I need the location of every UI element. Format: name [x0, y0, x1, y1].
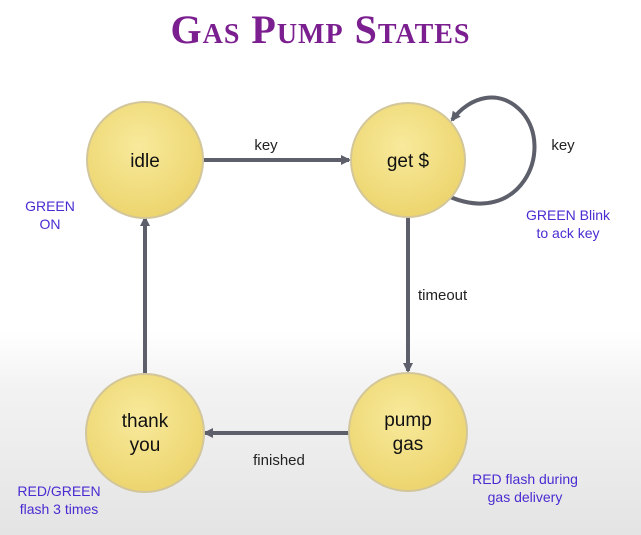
state-idle: idle — [86, 101, 204, 219]
note-get-money-line1: GREEN Blink — [525, 207, 611, 223]
state-pump-gas: pump gas — [348, 372, 468, 492]
state-thank-you-label-line2: you — [130, 435, 161, 456]
state-get-money-label: get $ — [387, 151, 430, 172]
state-idle-label: idle — [130, 151, 160, 172]
note-idle-line2: ON — [39, 216, 61, 232]
note-pump-gas: RED flash during gas delivery — [450, 470, 600, 506]
page-title: Gas Pump States — [170, 7, 471, 52]
state-pump-gas-label-line1: pump — [384, 410, 432, 431]
state-get-money: get $ — [350, 102, 466, 218]
note-pump-gas-line1: RED flash during — [472, 471, 578, 487]
note-thank-you-line1: RED/GREEN — [17, 483, 101, 499]
note-idle-line1: GREEN — [25, 198, 75, 214]
transition-get-to-pump-label: timeout — [418, 287, 468, 304]
note-get-money-line2: to ack key — [536, 225, 600, 241]
note-thank-you: RED/GREEN flash 3 times — [4, 482, 114, 518]
transition-pump-to-thank-label: finished — [253, 452, 305, 469]
transition-get-self-loop-label: key — [551, 137, 575, 154]
transition-idle-to-get-label: key — [254, 137, 278, 154]
note-pump-gas-line2: gas delivery — [487, 489, 563, 505]
note-get-money: GREEN Blink to ack key — [500, 206, 636, 242]
note-idle: GREEN ON — [12, 197, 88, 233]
state-thank-you: thank you — [85, 373, 205, 493]
transition-get-self-loop-arrow — [447, 95, 537, 206]
note-thank-you-line2: flash 3 times — [19, 501, 99, 517]
state-pump-gas-label-line2: gas — [393, 434, 424, 455]
state-thank-you-label-line1: thank — [122, 411, 169, 432]
